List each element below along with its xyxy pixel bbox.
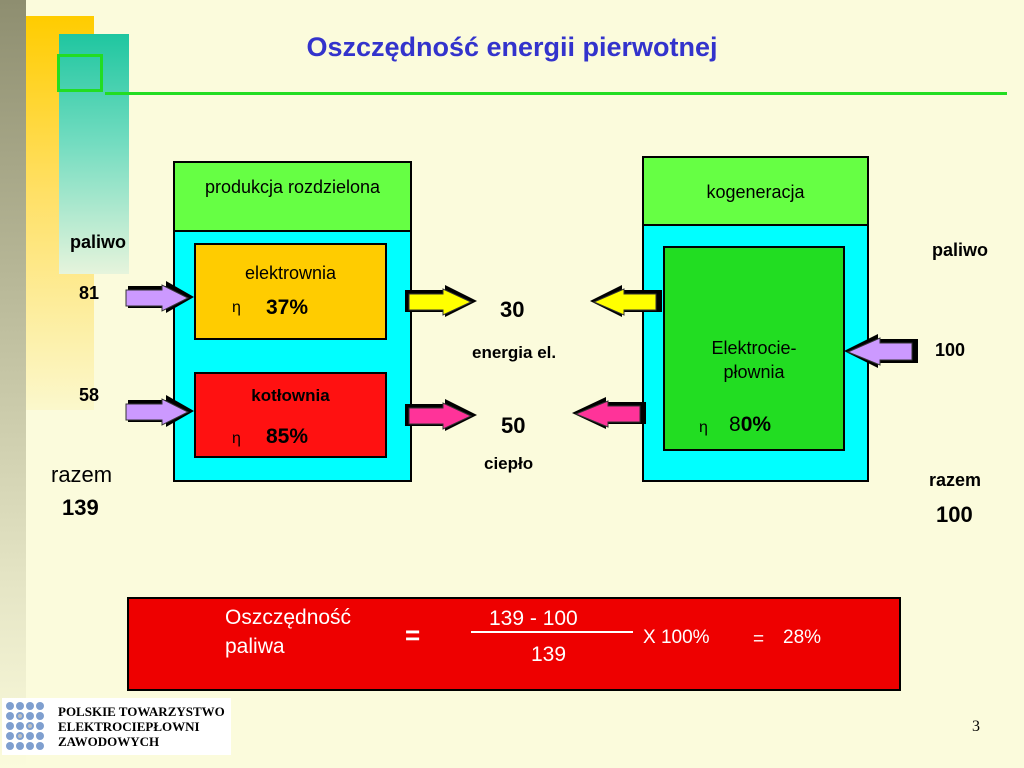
formula-equals-2: =: [753, 629, 765, 650]
fraction-line: [471, 631, 633, 633]
power-plant-efficiency: 37%: [266, 296, 309, 319]
electric-energy-value: 30: [500, 297, 525, 322]
decorative-gradient-strip: [0, 0, 26, 768]
electric-energy-label: energia el.: [472, 343, 557, 362]
chp-plant-box: Elektrocie- płownia η 80%: [663, 246, 845, 451]
fuel-value-right: 100: [935, 340, 966, 360]
fuel-boiler-value: 58: [79, 385, 100, 405]
fuel-savings-formula: Oszczędność paliwa = 139 - 100 139 X 100…: [127, 597, 901, 691]
power-plant-label: elektrownia: [244, 263, 337, 283]
fuel-arrow-plant: [125, 281, 194, 313]
cogeneration-header: kogeneracja: [642, 156, 869, 226]
boiler-house-box: kotłownia η 85%: [194, 372, 387, 458]
formula-result: 28%: [783, 627, 822, 648]
heat-arrow-right: [572, 397, 646, 429]
ptez-logo: POLSKIE TOWARZYSTWO ELEKTROCIEPŁOWNI ZAW…: [2, 698, 231, 755]
fuel-plant-value: 81: [79, 283, 100, 303]
fuel-label-left: paliwo: [70, 232, 127, 252]
boiler-house-label: kotłownia: [251, 386, 330, 405]
title-underline: [105, 92, 1007, 95]
chp-efficiency: 0%: [740, 413, 772, 436]
chp-efficiency-prefix: 8: [729, 413, 741, 436]
total-label-left: razem: [51, 462, 113, 487]
page-number: 3: [972, 718, 980, 735]
formula-numerator: 139 - 100: [489, 607, 578, 630]
eta-symbol: η: [699, 419, 708, 436]
power-plant-box: elektrownia η 37%: [194, 243, 387, 340]
decorative-green-square: [57, 54, 103, 92]
boiler-house-efficiency: 85%: [266, 425, 309, 448]
cogeneration-label: kogeneracja: [706, 182, 805, 202]
heat-arrow-left: [405, 399, 477, 431]
heat-value: 50: [501, 413, 526, 438]
logo-line-3: ZAWODOWYCH: [58, 734, 160, 749]
fuel-arrow-chp: [844, 334, 918, 368]
formula-label-line2: paliwa: [225, 635, 285, 658]
heat-label: ciepło: [484, 454, 534, 473]
logo-line-2: ELEKTROCIEPŁOWNI: [58, 719, 200, 734]
formula-multiplier: X 100%: [643, 627, 710, 648]
separate-production-label: produkcja rozdzielona: [204, 177, 381, 197]
chp-plant-label-line1: Elektrocie-: [711, 338, 797, 358]
total-value-left: 139: [62, 495, 99, 520]
separate-production-header: produkcja rozdzielona: [173, 161, 412, 232]
total-value-right: 100: [936, 502, 973, 527]
eta-symbol: η: [232, 299, 241, 316]
fuel-label-right: paliwo: [932, 240, 989, 260]
chp-plant-label-line2: płownia: [723, 362, 785, 382]
dots-logo-icon: [6, 702, 44, 750]
electric-arrow-right: [590, 285, 662, 317]
formula-equals: =: [405, 620, 421, 650]
fuel-arrow-boiler: [125, 395, 194, 427]
total-label-right: razem: [929, 470, 982, 490]
decorative-teal-bar: [59, 34, 129, 274]
slide-title: Oszczędność energii pierwotnej: [306, 32, 718, 62]
electric-arrow-left: [405, 285, 477, 317]
formula-denominator: 139: [531, 643, 567, 666]
formula-label-line1: Oszczędność: [225, 606, 352, 629]
eta-symbol: η: [232, 430, 241, 447]
logo-line-1: POLSKIE TOWARZYSTWO: [58, 704, 225, 719]
